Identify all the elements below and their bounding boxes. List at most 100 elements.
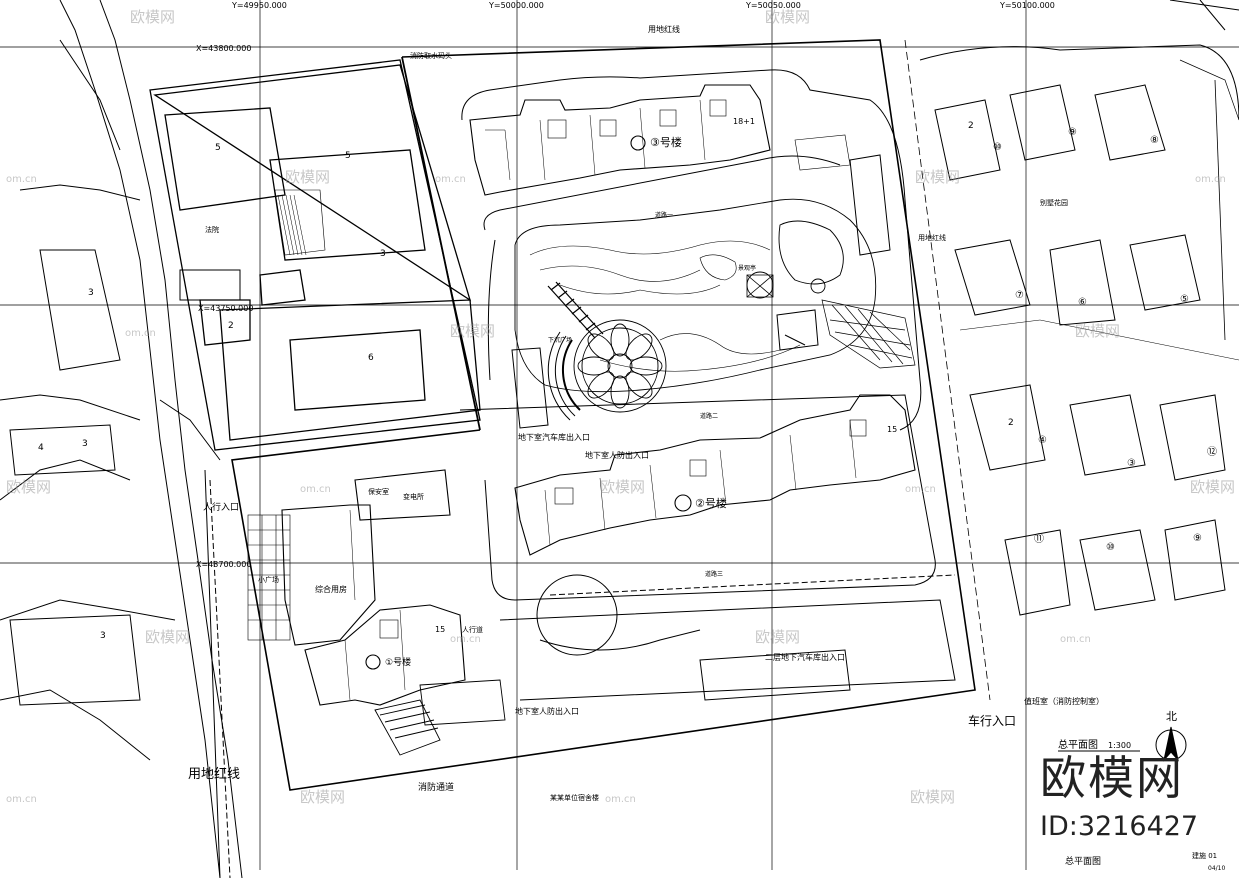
watermark-brand: 欧模网 <box>145 628 190 646</box>
redline-right-label: 用地红线 <box>918 233 946 242</box>
court-stair-hatch <box>277 194 307 256</box>
court-compound <box>149 59 481 451</box>
floor-label: 6 <box>368 353 374 363</box>
watermark-brand: 欧模网 <box>300 788 345 806</box>
floor-label: 3 <box>88 288 94 298</box>
north-arrow <box>1155 726 1187 762</box>
floor-label: 2 <box>968 121 974 131</box>
watermark-site: om.cn <box>300 484 331 495</box>
ped-entry-south: 人行道 <box>462 625 483 634</box>
watermark-site: om.cn <box>450 634 481 645</box>
watermark-brand: 欧模网 <box>450 322 495 340</box>
coord-y3: Y=50050.000 <box>745 1 801 10</box>
floor-labels: 5 5 3 3 3 3 2 2 4 6 2 <box>38 121 1014 641</box>
floor-label: 4 <box>38 443 44 453</box>
building-3-label: ③号楼 <box>650 135 682 149</box>
villas-label: 别墅花园 <box>1040 198 1068 207</box>
garden-west-slab <box>511 347 549 429</box>
guard-label: 保安室 <box>368 487 389 496</box>
villa-number: ⑫ <box>1207 446 1217 458</box>
building-3 <box>469 84 771 196</box>
plan-title: 总平面图 <box>1058 738 1098 751</box>
villa-number: ⑩ <box>1106 542 1115 553</box>
villa-number: ⑧ <box>1150 135 1159 146</box>
villa-number: ④ <box>1038 435 1047 446</box>
coord-y1: Y=49950.000 <box>231 1 287 10</box>
parking-ramp <box>536 574 956 701</box>
coord-x2: X=43750.000 <box>198 304 253 313</box>
villa-number: ⑦ <box>1015 290 1024 301</box>
villa-number: ③ <box>1127 458 1136 469</box>
coord-y4: Y=50100.000 <box>999 1 1055 10</box>
sheet-label: 建施 01 <box>1192 851 1217 860</box>
site-boundary <box>231 39 976 791</box>
villa-number: ⑨ <box>1068 127 1077 138</box>
floor-label: 5 <box>215 143 221 153</box>
landscape-label: 景观亭 <box>738 264 756 272</box>
pergola <box>821 299 916 369</box>
watermark-brand: 欧模网 <box>915 168 960 186</box>
villa-number: ⑥ <box>1078 297 1087 308</box>
parking-bike-entry: 二层地下汽车库出入口 <box>765 652 845 662</box>
boundary-dashed <box>904 39 991 701</box>
landscape-pavilion <box>746 274 774 298</box>
road-2-label: 道路二 <box>700 412 718 420</box>
parking-car-entry: 地下室汽车库出入口 <box>518 432 590 442</box>
villa-number: ⑩ <box>993 142 1002 153</box>
neighbor-label: 某某单位宿舍楼 <box>550 793 599 802</box>
east-slab <box>794 134 891 256</box>
plaza-stair <box>547 281 604 339</box>
coord-x3: X=43700.000 <box>196 560 251 569</box>
model-id: ID:3216427 <box>1040 811 1199 842</box>
brand-name: 欧模网 <box>1040 751 1184 805</box>
small-pavilion <box>776 309 819 351</box>
court-label: 法院 <box>205 225 219 234</box>
road-3-label: 道路三 <box>705 570 723 578</box>
redline-top-label: 用地红线 <box>648 24 680 34</box>
building-1-label: ①号楼 <box>385 656 411 668</box>
sunken-plaza <box>547 319 667 421</box>
building-1-floors: 15 <box>435 625 445 634</box>
coord-y2: Y=50000.000 <box>488 1 544 10</box>
watermark-site: om.cn <box>1060 634 1091 645</box>
villa-number: ⑤ <box>1180 294 1189 305</box>
watermark-site: om.cn <box>905 484 936 495</box>
fire-lane-label: 消防通道 <box>418 781 454 793</box>
watermark-site: om.cn <box>125 328 156 339</box>
ped-entry-west: 人行入口 <box>203 501 239 513</box>
car-entry-label: 车行入口 <box>968 713 1016 728</box>
watermark-brand: 欧模网 <box>1190 478 1235 496</box>
plaza-grid <box>247 514 291 641</box>
watermark-site: om.cn <box>6 794 37 805</box>
plaza-label: 小广场 <box>258 575 279 584</box>
watermark-site: om.cn <box>435 174 466 185</box>
watermark-brand: 欧模网 <box>600 478 645 496</box>
villa-numbers: ⑩ ⑨ ⑧ ⑦ ⑥ ⑤ ④ ③ ⑫ ⑪ ⑩ ⑨ <box>993 127 1217 553</box>
club-label: 综合用房 <box>315 584 347 594</box>
watermark-brand: 欧模网 <box>755 628 800 646</box>
villa-number: ⑪ <box>1034 533 1044 545</box>
brand-watermark: 欧模网 ID:3216427 <box>1040 752 1230 862</box>
east-villas <box>919 0 1239 616</box>
building-2-label: ②号楼 <box>695 496 727 510</box>
watermark-brand: 欧模网 <box>6 478 51 496</box>
building-2-floors: 15 <box>887 425 897 434</box>
watermark-site: om.cn <box>1195 174 1226 185</box>
road-1-label: 道路一 <box>655 211 673 219</box>
building-2 <box>514 394 916 556</box>
club-house <box>281 469 451 646</box>
fire-intake-label: 消防取水码头 <box>410 51 452 60</box>
villa-number: ⑨ <box>1193 533 1202 544</box>
parking-ped-entry-1: 地下室人防出入口 <box>585 450 649 460</box>
control-room-label: 值班室（消防控制室） <box>1024 696 1104 706</box>
floor-label: 5 <box>345 151 351 161</box>
redline-bottom-label: 用地红线 <box>188 766 240 782</box>
watermark-brand: 欧模网 <box>765 8 810 26</box>
sunken-plaza-label: 下沉广场 <box>548 336 572 344</box>
floor-label: 2 <box>228 321 234 331</box>
substation-label: 变电所 <box>403 492 424 501</box>
parking-ped-entry-2: 地下室人防出入口 <box>515 706 579 716</box>
floor-label: 3 <box>82 439 88 449</box>
